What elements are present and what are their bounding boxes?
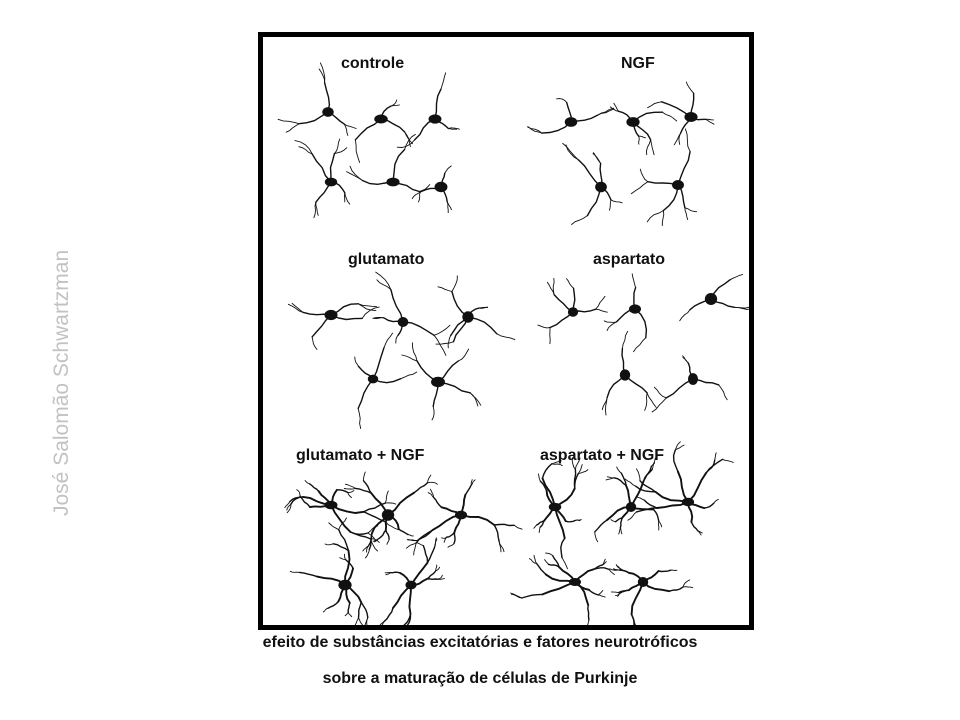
neuron-sketch bbox=[594, 457, 663, 543]
neuron-sketch bbox=[284, 480, 399, 552]
neuron-sketch bbox=[354, 99, 413, 163]
neuron-sketch bbox=[609, 102, 678, 156]
neuron-sketch bbox=[346, 133, 431, 193]
neuron-sketch bbox=[537, 277, 608, 345]
figure-panel-frame: controle NGF glutamato aspartato glutama… bbox=[258, 32, 754, 630]
label-glutamato-ngf: glutamato + NGF bbox=[296, 447, 425, 464]
neuron-sketch bbox=[624, 441, 734, 536]
neuron-sketch bbox=[647, 81, 715, 146]
neuron-sketch bbox=[603, 273, 648, 353]
neuron-sketch bbox=[277, 62, 357, 136]
neuron-sketch bbox=[630, 128, 698, 227]
neuron-sketch bbox=[601, 330, 657, 416]
neuron-sketch bbox=[287, 302, 380, 350]
neuron-sketch bbox=[289, 517, 369, 625]
label-ngf: NGF bbox=[621, 55, 655, 72]
neuron-sketch bbox=[401, 342, 482, 421]
label-aspartato: aspartato bbox=[593, 251, 666, 268]
neuron-sketch bbox=[610, 564, 694, 625]
label-controle: controle bbox=[341, 55, 405, 72]
neuron-sketch bbox=[679, 274, 749, 322]
neuron-sketch bbox=[510, 552, 618, 625]
neuron-sketch bbox=[354, 332, 418, 429]
neuron-sketch bbox=[562, 142, 623, 225]
label-aspartato-ngf: aspartato + NGF bbox=[540, 447, 665, 464]
neuron-sketch bbox=[379, 537, 445, 625]
neuron-sketch bbox=[651, 355, 728, 413]
author-credit: José Salomão Schwartzman bbox=[50, 249, 73, 516]
neuron-sketch bbox=[343, 471, 438, 559]
neuron-drawings bbox=[277, 62, 749, 625]
neuron-sketch bbox=[526, 98, 615, 134]
neuron-sketch bbox=[406, 479, 523, 556]
caption-line-1: efeito de substâncias excitatórias e fat… bbox=[262, 634, 698, 651]
neuron-sketch bbox=[294, 138, 351, 219]
neuron-sketch bbox=[533, 457, 589, 570]
label-glutamato: glutamato bbox=[348, 251, 425, 268]
neuron-sketch bbox=[396, 72, 460, 148]
neuron-sketch bbox=[435, 275, 516, 349]
neuron-sketch bbox=[411, 165, 452, 214]
neuron-sketch bbox=[372, 271, 451, 356]
caption-line-2: sobre a maturação de células de Purkinje bbox=[322, 670, 638, 687]
